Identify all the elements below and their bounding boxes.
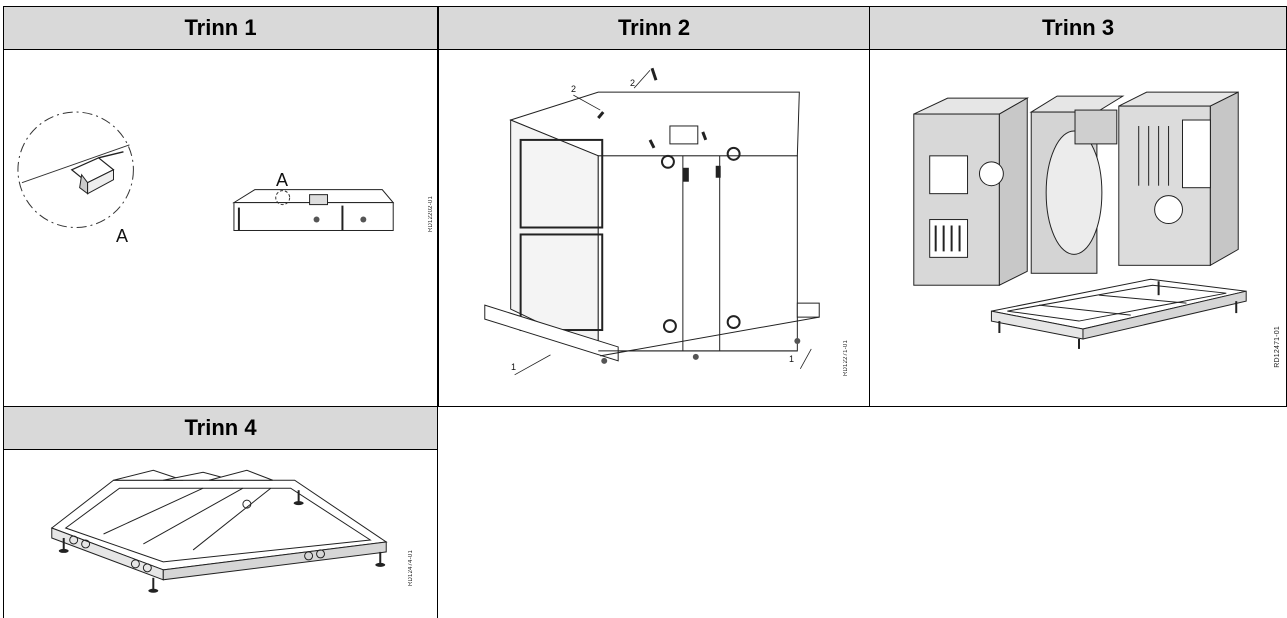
callout-a-detail: A (116, 226, 129, 246)
step-1-title: Trinn 1 (184, 15, 257, 40)
callout-2-right: 2 (630, 78, 636, 88)
callout-a-unit: A (276, 170, 289, 190)
step-3-title: Trinn 3 (1041, 15, 1115, 40)
step-2-title: Trinn 2 (617, 15, 691, 40)
step-3-header: Trinn 3 (869, 6, 1287, 50)
callout-1-right: 1 (789, 354, 795, 364)
step-1-illustration (17, 111, 395, 231)
step-4-panel: RD12474-01 (3, 450, 438, 618)
callout-1-left: 1 (511, 362, 517, 372)
callout-2-left: 2 (571, 84, 577, 94)
step-3-illustration (913, 91, 1247, 349)
step-4-header: Trinn 4 (3, 406, 438, 450)
step-1-header: Trinn 1 (3, 6, 438, 50)
step-2-illustration (484, 67, 820, 376)
step-2-header: Trinn 2 (438, 6, 870, 50)
step-4-title: Trinn 4 (184, 415, 257, 440)
step-4-illustration (50, 469, 388, 593)
step-3-ref-code: RD12471-01 (1274, 326, 1281, 368)
step-2-panel: 2 2 1 1 RD12271-01 (438, 50, 870, 407)
step-1-panel: A A RD12202-01 (3, 50, 438, 407)
step-1-ref-code: RD12202-01 (428, 196, 434, 233)
step-3-panel: RD12471-01 (869, 50, 1287, 407)
step-2-ref-code: RD12271-01 (843, 340, 849, 377)
step-4-ref-code: RD12474-01 (408, 550, 414, 587)
